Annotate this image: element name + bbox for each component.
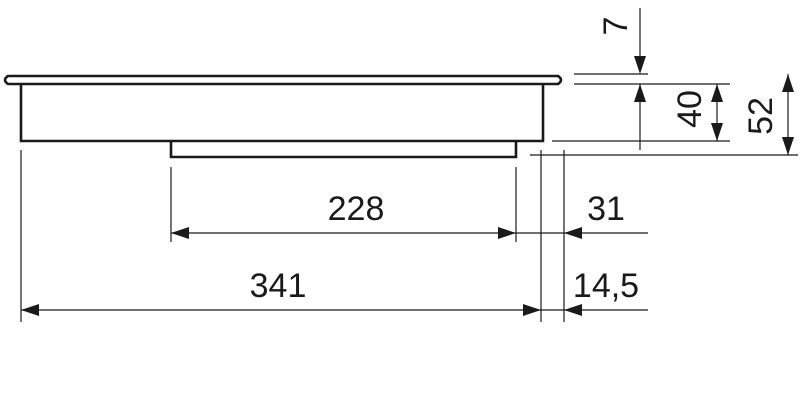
dim-total-depth: 52 — [742, 74, 794, 155]
product-outline — [3, 74, 563, 159]
dim-right-offset-overall: 14,5 — [541, 267, 648, 316]
dim-bottom-width: 228 — [171, 190, 516, 239]
dim-overall-width: 341 — [21, 267, 541, 316]
label-inner-depth: 40 — [671, 90, 709, 128]
rim-plate — [3, 74, 563, 86]
bottom-module — [169, 141, 518, 159]
dim-inner-depth: 40 — [671, 84, 723, 141]
label-right-offset-bottom: 31 — [587, 190, 625, 228]
extension-lines — [20, 73, 798, 322]
label-top-offset: 7 — [597, 17, 635, 36]
dim-right-offset-bottom: 31 — [516, 190, 648, 239]
label-right-offset-overall: 14,5 — [573, 267, 639, 305]
label-total-depth: 52 — [742, 97, 780, 135]
label-overall-width: 341 — [250, 267, 307, 305]
dim-top-offset: 7 — [597, 8, 646, 150]
housing — [19, 84, 545, 143]
label-bottom-width: 228 — [328, 190, 385, 228]
